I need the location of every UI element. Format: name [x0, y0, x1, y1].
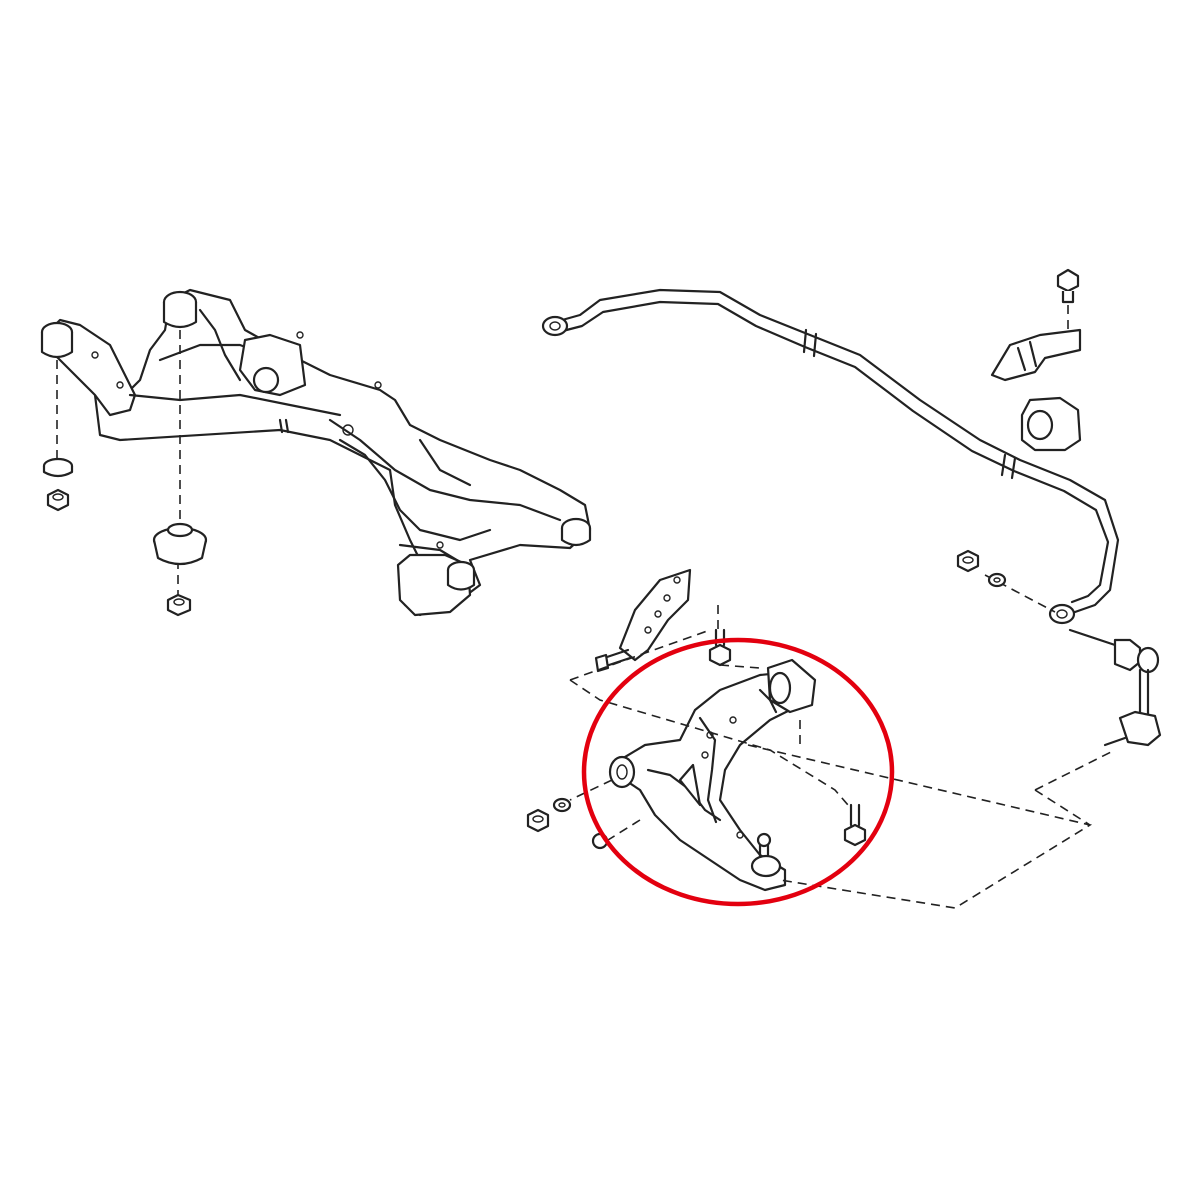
ball-joint: [750, 832, 782, 878]
nut-icon: [956, 549, 980, 573]
stabilizer-bar: [541, 288, 1120, 625]
bolt-icon: [1056, 268, 1080, 304]
bolt-icon: [843, 803, 867, 847]
nut-icon: [526, 808, 550, 833]
stabilizer-bar-bushing: [1020, 396, 1082, 452]
front-subframe-crossmember: [40, 288, 592, 617]
nut-icon: [166, 593, 192, 617]
exploded-view-guide-lines: [569, 605, 1116, 909]
lower-control-arm: [608, 658, 817, 892]
washer-icon: [987, 572, 1007, 588]
stabilizer-link: [956, 549, 1162, 747]
stabilizer-bar-bracket: [990, 268, 1082, 382]
bolt-icon: [708, 628, 732, 667]
washer-icon: [552, 797, 572, 813]
highlight-circle: [581, 637, 895, 907]
subframe-mount-hardware: [42, 330, 208, 617]
washer-icon: [42, 457, 74, 478]
nut-icon: [46, 488, 70, 512]
tension-rod: [594, 568, 692, 673]
subframe-mount-bushing: [152, 522, 208, 566]
control-arm-hardware: [526, 628, 867, 850]
